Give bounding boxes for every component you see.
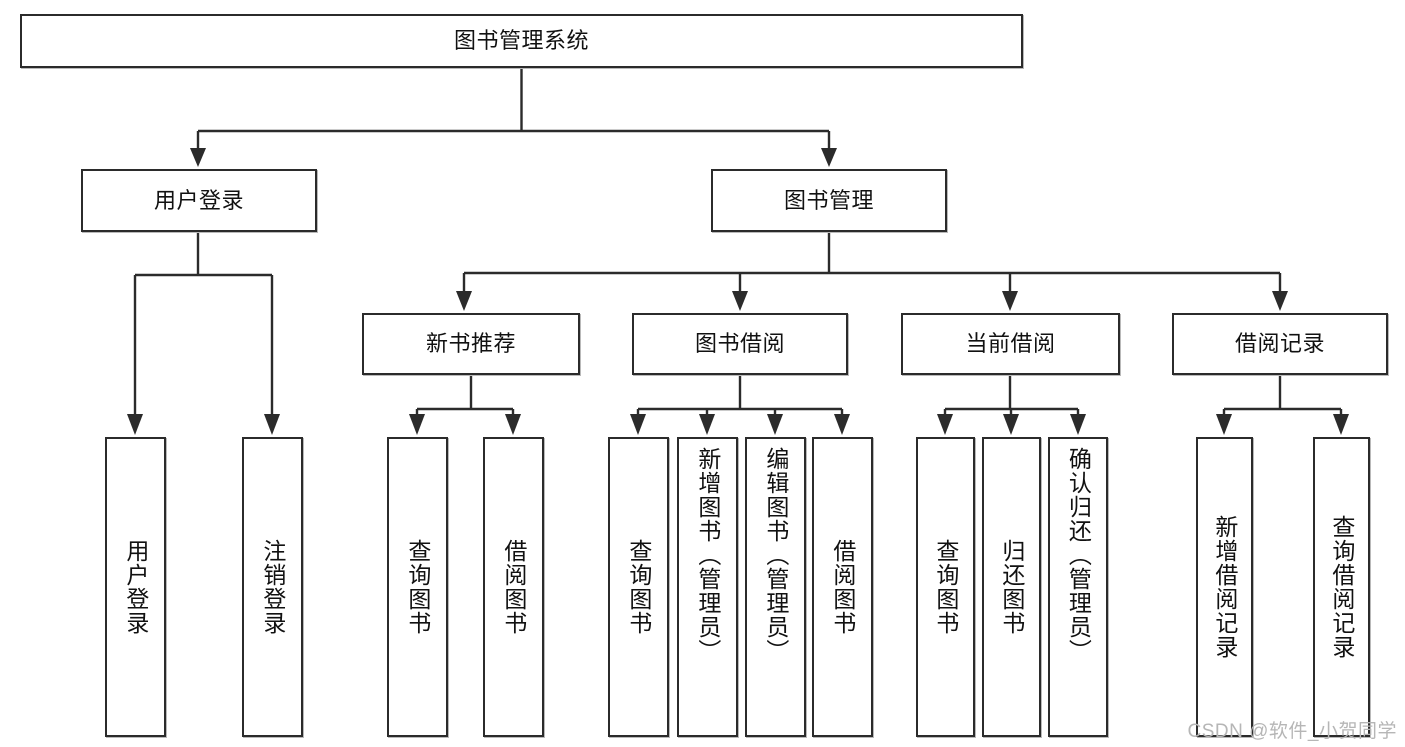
node-leaf-add-borrow-record-label: 新增借阅记录 xyxy=(1211,515,1238,659)
node-user-login[interactable]: 用户登录 xyxy=(81,169,317,232)
node-new-book-recommend-label: 新书推荐 xyxy=(425,331,516,357)
node-leaf-query-book-3-label: 查询图书 xyxy=(932,539,959,635)
node-root-label: 图书管理系统 xyxy=(453,28,589,54)
arrowhead-leaf-return-book xyxy=(1003,414,1019,435)
node-book-manage[interactable]: 图书管理 xyxy=(711,169,947,232)
node-current-borrow[interactable]: 当前借阅 xyxy=(901,313,1120,375)
node-leaf-borrow-book-2[interactable]: 借阅图书 xyxy=(812,437,873,737)
arrowhead-leaf-query-book-1 xyxy=(409,414,425,435)
node-user-login-label: 用户登录 xyxy=(153,187,244,213)
arrowhead-leaf-query-borrow-record xyxy=(1333,414,1349,435)
node-new-book-recommend[interactable]: 新书推荐 xyxy=(362,313,580,375)
arrowhead-leaf-add-book-admin xyxy=(699,414,715,435)
node-leaf-add-book-admin[interactable]: 新增图书（管理员） xyxy=(677,437,738,737)
node-leaf-borrow-book-2-label: 借阅图书 xyxy=(829,539,856,635)
node-leaf-add-book-admin-label: 新增图书（管理员） xyxy=(694,447,721,663)
node-leaf-query-book-2[interactable]: 查询图书 xyxy=(608,437,669,737)
node-leaf-logout-login[interactable]: 注销登录 xyxy=(242,437,303,737)
arrowhead-current-borrow xyxy=(1002,291,1018,311)
arrowhead-leaf-add-borrow-record xyxy=(1216,414,1232,435)
node-leaf-borrow-book-1[interactable]: 借阅图书 xyxy=(483,437,544,737)
arrowhead-leaf-query-book-3 xyxy=(937,414,953,435)
node-leaf-return-book[interactable]: 归还图书 xyxy=(982,437,1041,737)
arrowhead-leaf-query-book-2 xyxy=(630,414,646,435)
node-leaf-borrow-book-1-label: 借阅图书 xyxy=(500,539,527,635)
node-leaf-logout-login-label: 注销登录 xyxy=(259,539,286,635)
node-leaf-query-book-3[interactable]: 查询图书 xyxy=(916,437,975,737)
arrowhead-leaf-logout-login xyxy=(264,414,280,435)
csdn-watermark: CSDN @软件_小贺同学 xyxy=(1187,721,1397,742)
arrowhead-leaf-edit-book-admin xyxy=(767,414,783,435)
node-root[interactable]: 图书管理系统 xyxy=(20,14,1023,68)
node-leaf-user-login[interactable]: 用户登录 xyxy=(105,437,166,737)
node-leaf-edit-book-admin-label: 编辑图书（管理员） xyxy=(762,447,789,663)
node-leaf-confirm-return-admin[interactable]: 确认归还（管理员） xyxy=(1048,437,1108,737)
arrowhead-new-book-recommend xyxy=(456,291,472,311)
node-leaf-add-borrow-record[interactable]: 新增借阅记录 xyxy=(1196,437,1253,737)
node-book-borrow-label: 图书借阅 xyxy=(694,331,785,357)
arrowhead-leaf-confirm-return-admin xyxy=(1070,414,1086,435)
node-borrow-record-label: 借阅记录 xyxy=(1234,331,1325,357)
node-leaf-query-book-1[interactable]: 查询图书 xyxy=(387,437,448,737)
arrowhead-borrow-record xyxy=(1272,291,1288,311)
node-leaf-query-borrow-record[interactable]: 查询借阅记录 xyxy=(1313,437,1370,737)
node-leaf-confirm-return-admin-label: 确认归还（管理员） xyxy=(1065,447,1092,663)
node-current-borrow-label: 当前借阅 xyxy=(965,331,1056,357)
node-leaf-user-login-label: 用户登录 xyxy=(122,539,149,635)
node-leaf-return-book-label: 归还图书 xyxy=(998,539,1025,635)
node-leaf-edit-book-admin[interactable]: 编辑图书（管理员） xyxy=(745,437,806,737)
node-leaf-query-book-2-label: 查询图书 xyxy=(625,539,652,635)
arrowhead-leaf-user-login xyxy=(127,414,143,435)
arrowhead-leaf-borrow-book-1 xyxy=(505,414,521,435)
node-book-manage-label: 图书管理 xyxy=(783,187,874,213)
node-book-borrow[interactable]: 图书借阅 xyxy=(632,313,848,375)
arrowhead-book-borrow xyxy=(732,291,748,311)
node-leaf-query-borrow-record-label: 查询借阅记录 xyxy=(1328,515,1355,659)
arrowhead-leaf-borrow-book-2 xyxy=(834,414,850,435)
arrowhead-user-login xyxy=(190,148,206,167)
node-leaf-query-book-1-label: 查询图书 xyxy=(404,539,431,635)
node-borrow-record[interactable]: 借阅记录 xyxy=(1172,313,1388,375)
arrowhead-book-manage xyxy=(821,148,837,167)
